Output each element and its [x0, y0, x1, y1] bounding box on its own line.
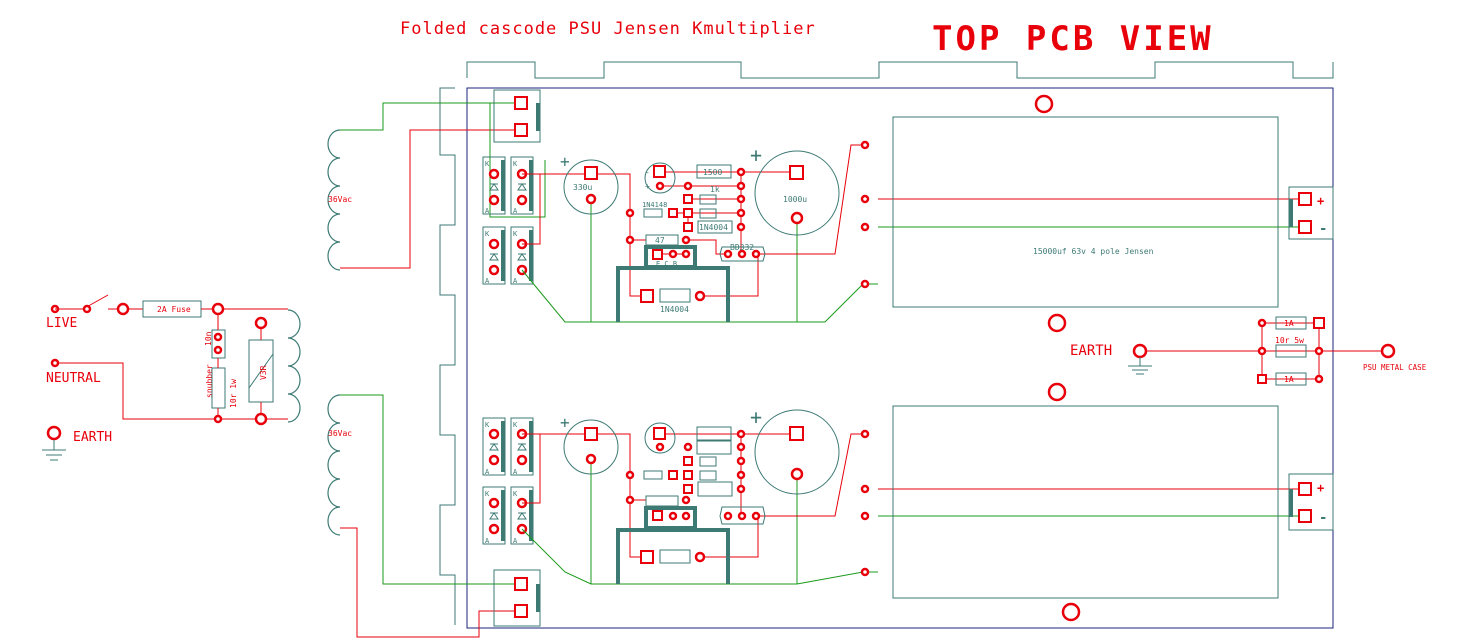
neutral-label: NEUTRAL	[46, 371, 101, 386]
lower-cap-plus: +	[560, 413, 570, 432]
lower-secondary-terminal-1	[514, 577, 528, 591]
upper-output-terminal: + -	[1288, 186, 1334, 240]
svg-text:K: K	[485, 490, 490, 498]
live-label: LIVE	[46, 316, 77, 331]
svg-text:+: +	[750, 143, 762, 167]
lower-transformer-coil: 36Vac	[327, 394, 352, 536]
bd332-label: BD332	[730, 243, 754, 252]
upper-transistor-bd332: BD332	[719, 243, 766, 262]
view-label: TOP PCB VIEW	[932, 19, 1214, 59]
snubber-cap-label: 10n	[204, 331, 213, 346]
svg-text:K: K	[513, 230, 518, 238]
lower-bridge-rectifier: K K A A K K A A	[482, 417, 534, 545]
svg-text:K: K	[485, 230, 490, 238]
reservoir-label: 15000uf 63v 4 pole Jensen	[1033, 247, 1154, 256]
upper-resistors: 1500 1k 1N4148 1N4004 47	[625, 164, 746, 246]
primary-coil	[287, 309, 301, 423]
diode-1n4004a-label: 1N4004	[699, 223, 728, 232]
ground-res-label: 10r 5w	[1275, 336, 1304, 345]
cap-330u-plus: +	[560, 152, 570, 171]
svg-text:A: A	[485, 277, 490, 285]
upper-diode-1n4004: 1N4004	[640, 288, 706, 314]
cap-330u-label: 330u	[573, 183, 592, 192]
upper-heatsink-bar	[616, 266, 730, 322]
upper-reservoir-cap: 15000uf 63v 4 pole Jensen	[860, 116, 1279, 308]
earth-symbol-icon	[42, 440, 66, 461]
upper-secondary-terminal-1	[514, 96, 528, 110]
svg-text:-: -	[645, 168, 650, 177]
mount-hole-2	[1047, 313, 1067, 333]
svg-text:+: +	[645, 182, 650, 191]
lower-secondary-label: 36Vac	[328, 429, 352, 438]
lower-reservoir-cap	[860, 405, 1279, 599]
lower-transistor	[719, 506, 766, 525]
lower-out-plus: +	[1317, 481, 1324, 495]
svg-text:+: +	[750, 405, 762, 429]
mains-earth-label: EARTH	[73, 430, 112, 445]
lower-out-minus: -	[1319, 510, 1327, 526]
snubber-label: snubber	[205, 364, 214, 398]
lower-secondary-terminal-2	[514, 604, 528, 618]
lower-small-cap	[644, 422, 676, 454]
upper-out-minus: -	[1319, 221, 1327, 237]
svg-text:A: A	[485, 468, 490, 476]
svg-text:A: A	[485, 537, 490, 545]
board-outline	[466, 87, 1334, 629]
fuse-label: 2A Fuse	[157, 305, 191, 314]
lower-diode	[640, 549, 706, 564]
lower-cap-1000u: +	[750, 405, 840, 495]
svg-text:K: K	[513, 160, 518, 168]
upper-bridge-rectifier: K K A A K K A A	[482, 156, 534, 285]
bridge-a-label: A	[485, 207, 490, 215]
ground-fuse-a: 1A	[1284, 319, 1294, 328]
ground-earth-label: EARTH	[1070, 343, 1112, 359]
diode-1n4148-label: 1N4148	[642, 201, 667, 209]
heatsink-outline	[466, 61, 1334, 79]
pins-label: E C B	[656, 260, 677, 268]
res-47-label: 47	[655, 236, 665, 245]
svg-text:A: A	[513, 537, 518, 545]
svg-text:A: A	[513, 468, 518, 476]
svg-text:A: A	[513, 207, 518, 215]
ground-fuse-b: 1A	[1284, 375, 1294, 384]
heatsink-left-outline	[439, 87, 456, 625]
upper-secondary-label: 36Vac	[328, 195, 352, 204]
mount-hole-1	[1034, 94, 1054, 114]
upper-transistor-driver: E C B	[644, 245, 697, 269]
mount-hole-4	[1061, 602, 1081, 622]
upper-cap-330u: 330u +	[560, 152, 619, 215]
upper-out-plus: +	[1317, 194, 1324, 208]
upper-small-cap: - +	[644, 162, 676, 194]
lower-output-terminal: + -	[1288, 473, 1334, 531]
svg-text:K: K	[485, 421, 490, 429]
mains-switch-icon	[55, 294, 109, 310]
upper-secondary-terminal-2	[514, 123, 528, 137]
lower-cap-330u: +	[560, 413, 619, 475]
ground-link: EARTH 1A 10r 5w 1A PSU METAL CASE	[1070, 316, 1427, 386]
upper-cap-1000u: 1000u +	[750, 143, 840, 236]
lower-heatsink-bar	[616, 528, 730, 584]
lower-transistor-driver	[644, 506, 697, 530]
schematic-title: Folded cascode PSU Jensen Kmultiplier	[400, 19, 816, 39]
svg-text:A: A	[513, 277, 518, 285]
res-1500-label: 1500	[703, 168, 722, 177]
diode-1n4004b-label: 1N4004	[660, 305, 689, 314]
mount-hole-3	[1047, 382, 1067, 402]
bridge-k-label: K	[485, 160, 490, 168]
res-1k-label: 1k	[710, 185, 720, 194]
mains-input: LIVE 2A Fuse NEUTRAL EARTH 10n snubber 1…	[42, 294, 288, 461]
varistor-label: V3R	[259, 365, 268, 380]
svg-text:K: K	[513, 490, 518, 498]
upper-transformer-coil: 36Vac	[327, 129, 352, 271]
snubber-res-label: 10r 1w	[229, 379, 238, 408]
svg-text:K: K	[513, 421, 518, 429]
case-label: PSU METAL CASE	[1363, 363, 1427, 372]
cap-1000u-label: 1000u	[783, 195, 807, 204]
